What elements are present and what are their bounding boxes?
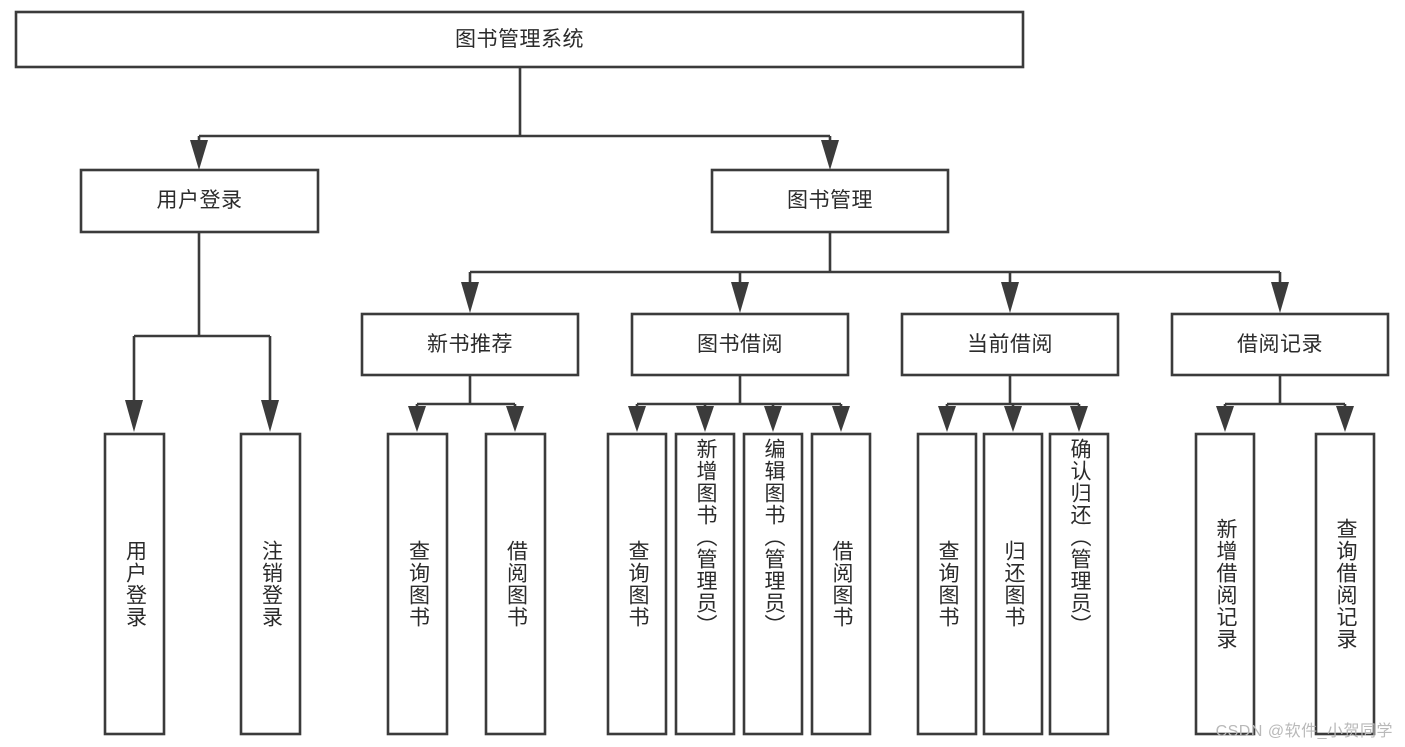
node-label-leaf-record-1: 查询借阅记录 — [1333, 518, 1357, 650]
node-label-leaf-borrow-2: 编辑图书（管理员） — [761, 438, 785, 636]
node-label-leaf-current-2: 确认归还（管理员） — [1067, 438, 1091, 636]
node-box-book-management[interactable] — [710, 168, 950, 234]
node-label-leaf-borrow-1: 新增图书（管理员） — [693, 438, 717, 636]
arrow-head-userlogin-1 — [125, 400, 143, 432]
node-box-leaf-record-0[interactable] — [1194, 432, 1256, 736]
node-label-leaf-user-login-0: 用户登录 — [123, 540, 147, 628]
node-box-root[interactable] — [14, 10, 1025, 69]
arrow-head-current-3 — [1070, 406, 1088, 432]
connector-group-record — [1216, 375, 1354, 432]
node-box-leaf-current-0[interactable] — [916, 432, 978, 736]
node-label-leaf-borrow-0: 查询图书 — [625, 540, 649, 628]
node-label-borrow-record: 借阅记录 — [1237, 332, 1323, 356]
node-label-new-book-recommend: 新书推荐 — [427, 332, 513, 356]
arrow-head-record-2 — [1336, 406, 1354, 432]
arrow-head-current-1 — [938, 406, 956, 432]
node-label-leaf-current-1: 归还图书 — [1001, 540, 1025, 628]
arrow-head-newbook-1 — [408, 406, 426, 432]
arrow-head-userlogin-2 — [261, 400, 279, 432]
node-box-leaf-current-1[interactable] — [982, 432, 1044, 736]
node-label-book-management: 图书管理 — [787, 189, 873, 213]
node-box-leaf-user-login-0[interactable] — [103, 432, 166, 736]
node-box-leaf-user-login-1[interactable] — [239, 432, 302, 736]
node-label-leaf-user-login-1: 注销登录 — [259, 540, 283, 628]
arrow-head-current-2 — [1004, 406, 1022, 432]
node-box-leaf-borrow-2[interactable] — [742, 432, 804, 736]
connector-group-bookmgmt — [461, 232, 1289, 313]
node-label-leaf-newbook-0: 查询图书 — [406, 540, 430, 628]
node-box-leaf-newbook-0[interactable] — [386, 432, 449, 736]
node-box-leaf-current-2[interactable] — [1048, 432, 1110, 736]
node-box-new-book-recommend[interactable] — [360, 312, 580, 377]
arrow-head-bookmgmt-1 — [461, 282, 479, 313]
node-label-user-login: 用户登录 — [156, 189, 243, 213]
connector-group-newbook — [408, 375, 524, 432]
node-box-leaf-record-1[interactable] — [1314, 432, 1376, 736]
node-box-current-borrow[interactable] — [900, 312, 1120, 377]
connector-group-borrow — [628, 375, 850, 432]
arrow-head-borrow-1 — [628, 406, 646, 432]
node-box-borrow-record[interactable] — [1170, 312, 1390, 377]
node-box-leaf-newbook-1[interactable] — [484, 432, 547, 736]
node-label-root: 图书管理系统 — [455, 27, 584, 51]
node-label-leaf-newbook-1: 借阅图书 — [504, 540, 528, 628]
arrow-head-borrow-2 — [696, 406, 714, 432]
connector-group-current — [938, 375, 1088, 432]
arrow-head-bookmgmt-4 — [1271, 282, 1289, 313]
arrow-head-bookmgmt-2 — [731, 282, 749, 313]
node-box-leaf-borrow-1[interactable] — [674, 432, 736, 736]
node-label-book-borrow: 图书借阅 — [697, 332, 783, 356]
arrow-head-record-1 — [1216, 406, 1234, 432]
watermark-text: CSDN @软件_小贺同学 — [1215, 723, 1393, 740]
node-label-leaf-record-0: 新增借阅记录 — [1213, 518, 1237, 650]
node-box-book-borrow[interactable] — [630, 312, 850, 377]
arrow-head-borrow-4 — [832, 406, 850, 432]
arrow-head-borrow-3 — [764, 406, 782, 432]
arrow-head-newbook-2 — [506, 406, 524, 432]
connector-group-userlogin — [125, 232, 279, 432]
arrow-head-root-userlogin — [190, 140, 208, 170]
node-label-current-borrow: 当前借阅 — [967, 332, 1053, 356]
node-label-leaf-current-0: 查询图书 — [935, 540, 959, 628]
node-box-user-login[interactable] — [79, 168, 320, 234]
connector-group-root — [190, 67, 839, 170]
arrow-head-root-bookmgmt — [821, 140, 839, 170]
arrow-head-bookmgmt-3 — [1001, 282, 1019, 313]
node-box-leaf-borrow-3[interactable] — [810, 432, 872, 736]
node-label-leaf-borrow-3: 借阅图书 — [829, 540, 853, 628]
node-box-leaf-borrow-0[interactable] — [606, 432, 668, 736]
